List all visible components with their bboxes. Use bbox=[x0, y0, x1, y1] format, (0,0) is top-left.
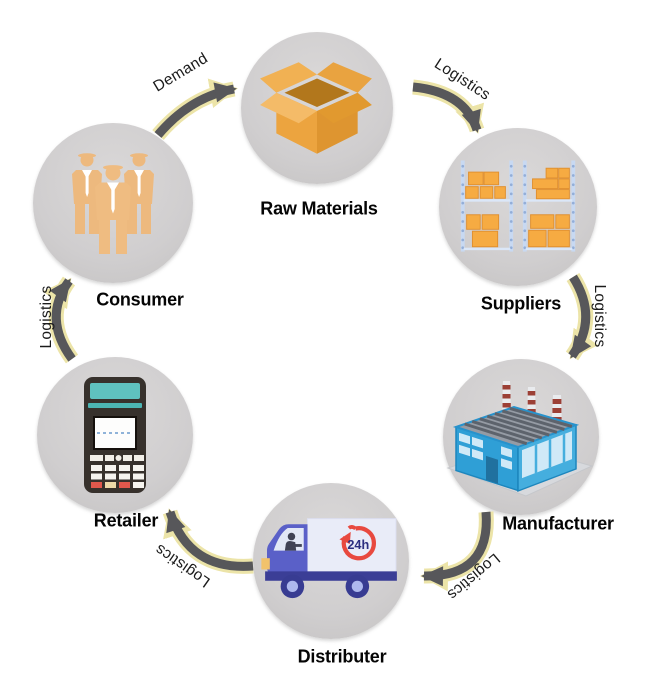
edge-label-logistics-left: Logistics bbox=[38, 285, 55, 349]
pos-terminal-icon bbox=[84, 377, 146, 493]
arrow-demand bbox=[152, 78, 238, 140]
delivery-truck-icon: 24h bbox=[261, 518, 397, 599]
node-consumer bbox=[33, 123, 193, 283]
person-right-tie bbox=[134, 170, 144, 197]
edge-label-logistics-right: Logistics bbox=[591, 284, 608, 348]
24h-badge: 24h bbox=[339, 525, 376, 561]
arrow-logistics-bottom-right bbox=[420, 511, 494, 592]
keypad bbox=[91, 465, 144, 488]
label-suppliers: Suppliers bbox=[480, 293, 562, 314]
truck-badge-text: 24h bbox=[347, 538, 369, 552]
arrow-logistics-left bbox=[42, 276, 79, 364]
factory-building bbox=[452, 405, 580, 493]
person-left-tie bbox=[82, 170, 92, 197]
screen-dashes bbox=[97, 432, 130, 434]
label-raw-materials: Raw Materials bbox=[260, 198, 378, 219]
node-raw-materials bbox=[241, 32, 393, 184]
rack-left bbox=[460, 160, 514, 252]
arrow-logistics-bottom-left bbox=[162, 508, 254, 574]
wheels bbox=[280, 574, 370, 599]
node-retailer bbox=[37, 357, 193, 513]
arrow-logistics-top-right bbox=[412, 79, 485, 134]
warehouse-racks-icon bbox=[460, 160, 576, 252]
node-suppliers bbox=[439, 128, 597, 286]
people-group-icon bbox=[72, 153, 154, 254]
arrow-logistics-right bbox=[565, 272, 599, 361]
person-center-tie bbox=[107, 182, 119, 214]
driver-silhouette bbox=[284, 532, 302, 551]
label-distributer: Distributer bbox=[297, 646, 387, 667]
label-retailer: Retailer bbox=[93, 510, 159, 531]
label-manufacturer: Manufacturer bbox=[502, 513, 614, 534]
function-keys bbox=[90, 455, 144, 461]
rack-right bbox=[522, 160, 576, 252]
node-distributer: 24h bbox=[253, 483, 409, 639]
open-cardboard-box-icon bbox=[260, 62, 372, 154]
node-manufacturer bbox=[443, 359, 599, 515]
label-consumer: Consumer bbox=[96, 289, 184, 310]
factory-icon bbox=[446, 381, 594, 497]
